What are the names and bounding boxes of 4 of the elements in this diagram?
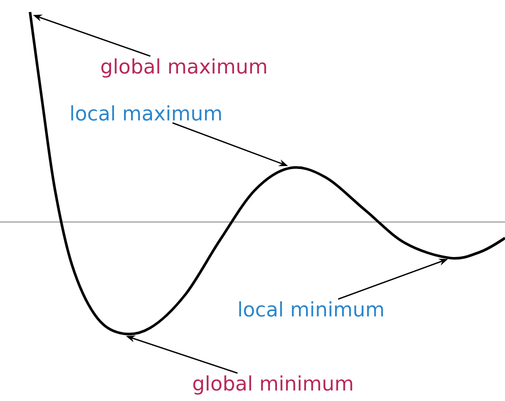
- label-text: global maximum: [101, 58, 266, 78]
- label-text: local maximum: [71, 105, 221, 121]
- label-text: local minimum: [239, 301, 383, 317]
- label-text: global minimum: [193, 375, 352, 395]
